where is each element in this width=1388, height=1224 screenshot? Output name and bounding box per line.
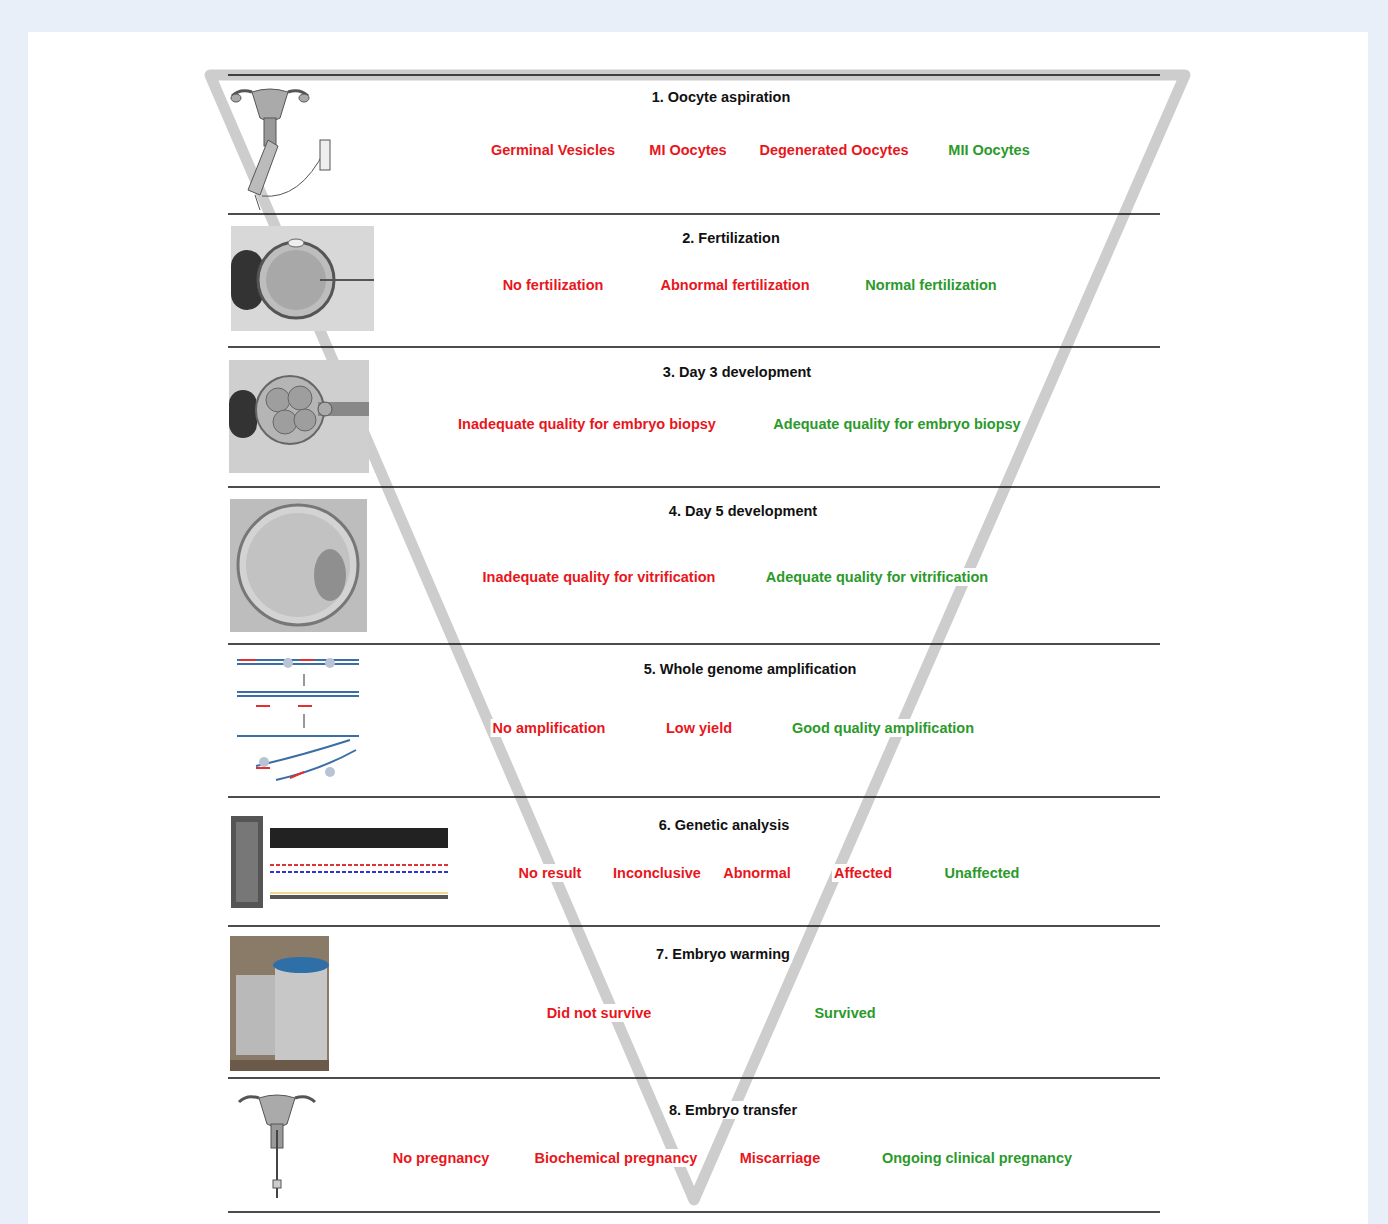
failure-outcome: Biochemical pregnancy bbox=[533, 1149, 700, 1167]
success-outcome: MII Oocytes bbox=[946, 141, 1031, 159]
white-panel bbox=[28, 32, 1368, 1224]
success-outcome: Ongoing clinical pregnancy bbox=[880, 1149, 1074, 1167]
failure-outcome: Abnormal bbox=[721, 864, 793, 882]
uterus-aspiration-icon bbox=[231, 89, 330, 210]
stage-title: 8. Embryo transfer bbox=[667, 1101, 799, 1119]
success-outcome: Good quality amplification bbox=[790, 719, 976, 737]
stage-band: 4. Day 5 developmentInadequate quality f… bbox=[228, 487, 1160, 644]
failure-outcome: Degenerated Oocytes bbox=[757, 141, 910, 159]
failure-outcome: Germinal Vesicles bbox=[489, 141, 617, 159]
funnel-triangle bbox=[210, 75, 1185, 1200]
success-outcome: Survived bbox=[812, 1004, 877, 1022]
blastocyst-photo bbox=[230, 499, 367, 632]
stage-band: 3. Day 3 developmentInadequate quality f… bbox=[228, 347, 1160, 487]
failure-outcome: No result bbox=[517, 864, 584, 882]
stage-title: 2. Fertilization bbox=[680, 229, 782, 247]
uterus-transfer-icon bbox=[239, 1095, 315, 1198]
failure-outcome: Abnormal fertilization bbox=[658, 276, 811, 294]
failure-outcome: No pregnancy bbox=[391, 1149, 492, 1167]
stage-title: 1. Oocyte aspiration bbox=[650, 88, 793, 106]
failure-outcome: Low yield bbox=[664, 719, 734, 737]
stage-band: 5. Whole genome amplification No amplific… bbox=[228, 644, 1160, 797]
success-outcome: Adequate quality for vitrification bbox=[764, 568, 990, 586]
failure-outcome: Inconclusive bbox=[611, 864, 703, 882]
failure-outcome: Inadequate quality for vitrification bbox=[481, 568, 718, 586]
failure-outcome: Inadequate quality for embryo biopsy bbox=[456, 415, 718, 433]
amplification-scheme bbox=[237, 658, 359, 780]
failure-outcome: Affected bbox=[832, 864, 894, 882]
stage-title: 4. Day 5 development bbox=[667, 502, 819, 520]
failure-outcome: No amplification bbox=[491, 719, 608, 737]
stage-title: 5. Whole genome amplification bbox=[642, 660, 859, 678]
stage-band: 1. Oocyte aspirationGerminal Vesicles MI … bbox=[228, 75, 1160, 214]
stage-title: 6. Genetic analysis bbox=[657, 816, 792, 834]
icsi-photo bbox=[231, 226, 374, 331]
success-outcome: Normal fertilization bbox=[863, 276, 998, 294]
stage-title: 7. Embryo warming bbox=[654, 945, 792, 963]
stage-band: 7. Embryo warmingDid not survive Survived bbox=[228, 926, 1160, 1078]
stage-band: 6. Genetic analysis No result Inconclusive… bbox=[228, 797, 1160, 926]
cryo-tanks-photo bbox=[230, 936, 329, 1071]
stage-band: 2. Fertilization No fertilization Abnormal… bbox=[228, 214, 1160, 347]
failure-outcome: Did not survive bbox=[545, 1004, 654, 1022]
array-readout bbox=[231, 816, 448, 908]
stage-band: 8. Embryo transfer No pregnancy Biochemica… bbox=[228, 1078, 1160, 1212]
embryo-biopsy-photo bbox=[229, 360, 369, 473]
band-dividers bbox=[228, 75, 1160, 1212]
failure-outcome: MI Oocytes bbox=[647, 141, 728, 159]
stage-title: 3. Day 3 development bbox=[661, 363, 813, 381]
failure-outcome: Miscarriage bbox=[738, 1149, 823, 1167]
failure-outcome: No fertilization bbox=[501, 276, 606, 294]
success-outcome: Adequate quality for embryo biopsy bbox=[771, 415, 1022, 433]
success-outcome: Unaffected bbox=[943, 864, 1022, 882]
